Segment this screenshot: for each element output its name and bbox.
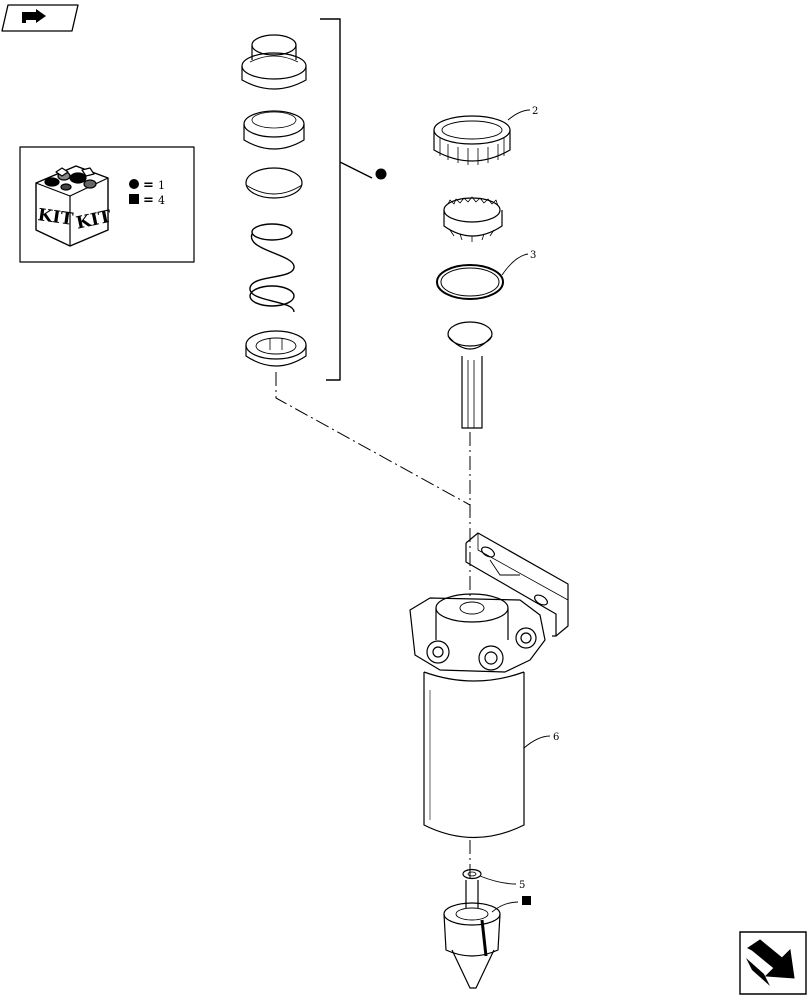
legend-square-quantity: 4 <box>158 194 165 207</box>
assembly-centerlines <box>275 372 471 880</box>
legend-circle-equals: = <box>143 178 154 193</box>
washer-part-5 <box>462 868 482 880</box>
filter-disc <box>245 167 303 199</box>
drain-plug <box>443 880 501 989</box>
callout-2: 2 <box>532 106 538 117</box>
kit-group-bracket <box>320 18 373 381</box>
coil-spring <box>249 223 295 313</box>
legend-square-equals: = <box>143 193 154 208</box>
kit-box-icon <box>35 165 109 247</box>
filter-housing-part-6 <box>409 532 569 838</box>
callout-5: 5 <box>519 880 525 891</box>
valve-stem <box>447 321 493 429</box>
legend-circle-symbol <box>129 179 139 189</box>
next-page-arrow-icon[interactable] <box>739 931 807 995</box>
callout-leaders <box>479 109 551 913</box>
filter-head <box>409 593 546 673</box>
callout-3: 3 <box>530 250 536 261</box>
left-component-stack <box>241 34 307 367</box>
knurled-ring-part-2 <box>433 115 511 165</box>
toothed-cap <box>443 196 503 242</box>
top-cap <box>241 34 307 90</box>
kit-legend-box: KIT KIT = 1 = 4 <box>19 146 195 263</box>
o-ring-part-3 <box>436 264 504 300</box>
kit-circle-marker <box>375 168 387 180</box>
bottom-cup <box>245 330 307 367</box>
mounting-bracket <box>465 532 569 637</box>
filter-canister <box>423 671 525 838</box>
right-component-stack <box>433 115 511 429</box>
page-navigation-arrow-icon[interactable] <box>1 4 79 32</box>
callout-6: 6 <box>553 732 559 743</box>
legend-square-symbol <box>129 194 139 204</box>
kit-square-marker <box>522 896 531 905</box>
legend-circle-quantity: 1 <box>158 179 165 192</box>
second-cap <box>243 110 305 150</box>
kit-front-label: KIT <box>36 205 74 230</box>
